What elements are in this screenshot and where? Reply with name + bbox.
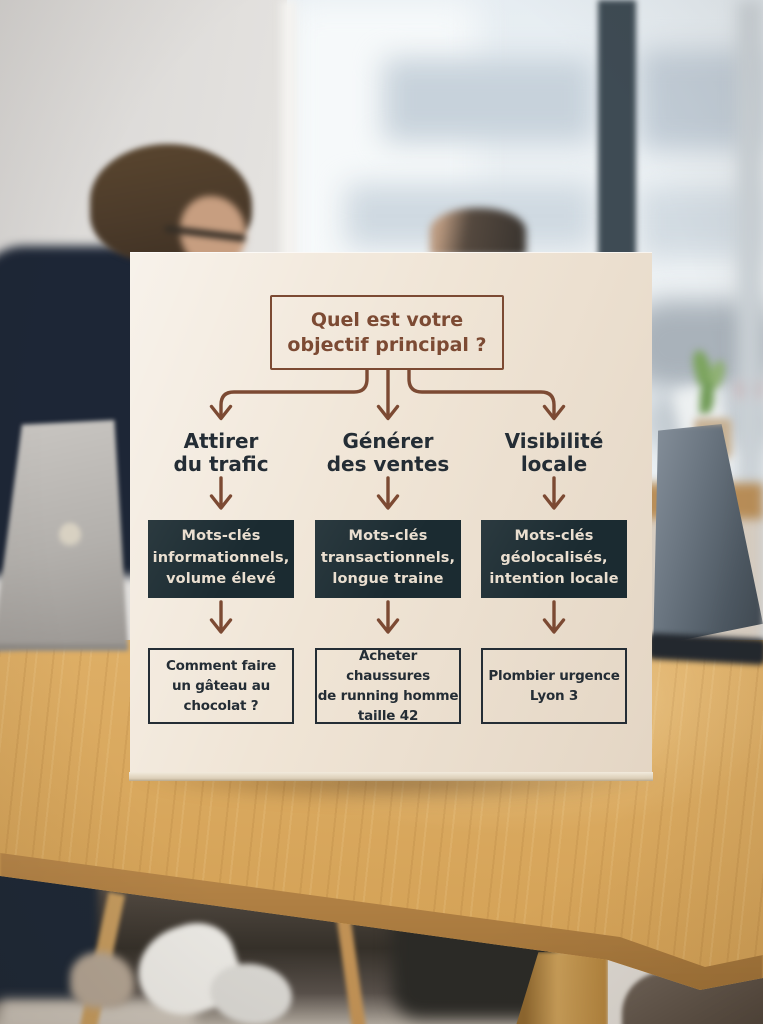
macbook-bottom-edge <box>0 644 128 651</box>
arrowhead <box>209 618 233 634</box>
branch-goal-label: Attirer du trafic <box>136 424 306 476</box>
example-line: Acheter chaussures <box>346 648 430 684</box>
goal-line: du trafic <box>173 452 269 476</box>
branch-goal-label: Générer des ventes <box>303 424 473 476</box>
keyword-line: longue traine <box>332 571 444 587</box>
arrowhead <box>376 404 400 421</box>
example-line: chocolat ? <box>183 698 259 714</box>
keyword-box: Mots-clés géolocalisés, intention locale <box>481 520 627 598</box>
goal-line: Visibilité <box>504 429 604 453</box>
apple-logo-icon <box>58 522 82 550</box>
keyword-line: informationnels, <box>152 549 290 566</box>
goal-line: des ventes <box>326 452 450 476</box>
goal-line: Attirer <box>183 429 259 453</box>
arrowhead <box>542 618 566 634</box>
arrowhead <box>376 618 400 634</box>
shoe <box>70 952 134 1008</box>
flowchart-title-line: objectif principal ? <box>287 333 487 356</box>
example-keyword-box: Acheter chaussures de running homme tail… <box>315 648 461 724</box>
arrowhead <box>209 404 233 421</box>
person-left-head <box>90 144 252 268</box>
arrowhead <box>376 494 400 510</box>
arrow-branch-left <box>219 368 369 418</box>
board-bottom-edge <box>129 772 653 781</box>
arrowhead <box>542 404 566 421</box>
arrow-branch-right <box>407 368 556 418</box>
example-line: taille 42 <box>357 708 419 724</box>
flowchart-arrows <box>209 368 566 634</box>
keyword-line: volume élevé <box>166 571 276 587</box>
keyword-box: Mots-clés transactionnels, longue traine <box>315 520 461 598</box>
building-reflection <box>383 58 595 142</box>
plant-leaf <box>699 379 715 415</box>
keyword-line: Mots-clés <box>514 528 594 544</box>
example-line: Comment faire <box>165 658 277 674</box>
flowchart-title-line: Quel est votre <box>310 308 464 331</box>
example-line: un gâteau au <box>171 678 271 694</box>
example-line: Plombier urgence <box>488 668 620 684</box>
keyword-line: Mots-clés <box>348 528 428 544</box>
example-line: de running homme <box>317 688 459 704</box>
macbook-laptop <box>0 420 128 652</box>
keyword-box: Mots-clés informationnels, volume élevé <box>148 520 294 598</box>
branch-goal-label: Visibilité locale <box>469 424 639 476</box>
goal-line: locale <box>520 452 588 476</box>
example-keyword-box: Plombier urgence Lyon 3 <box>481 648 627 724</box>
example-line: Lyon 3 <box>529 688 579 704</box>
plant <box>688 348 734 422</box>
person-center-head <box>430 208 526 256</box>
keyword-line: transactionnels, <box>320 549 456 566</box>
flowchart-board: Quel est votre objectif principal ? Atti… <box>129 252 653 781</box>
flowchart-title-box: Quel est votre objectif principal ? <box>270 295 504 370</box>
keyword-line: géolocalisés, <box>500 549 608 566</box>
chair-leg <box>335 911 367 1024</box>
arrowhead <box>542 494 566 510</box>
arrowhead <box>209 494 233 510</box>
keyword-line: intention locale <box>489 571 619 587</box>
example-keyword-box: Comment faire un gâteau au chocolat ? <box>148 648 294 724</box>
goal-line: Générer <box>342 429 434 453</box>
keyword-line: Mots-clés <box>181 528 261 544</box>
